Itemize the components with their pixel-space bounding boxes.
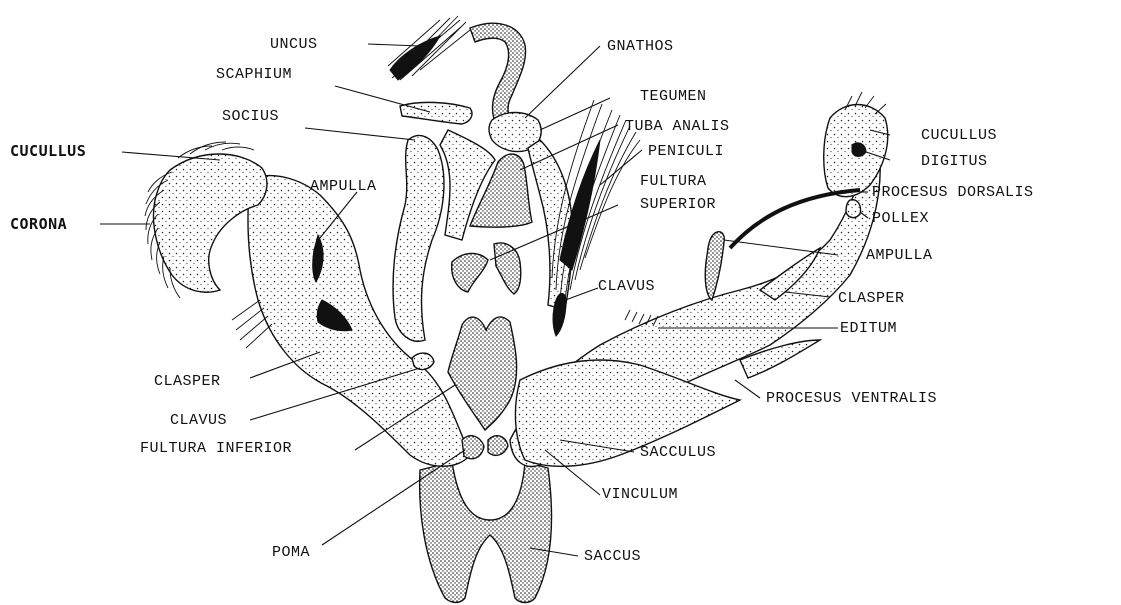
label-digitus: DIGITUS [921,153,988,170]
label-editum: EDITUM [840,320,897,337]
label-fultura-superior-2: SUPERIOR [640,196,716,213]
label-tegumen: TEGUMEN [640,88,707,105]
label-cucullus-left: CUCULLUS [10,142,86,160]
label-procesus-ventralis: PROCESUS VENTRALIS [766,390,937,407]
left-clavus-shape [412,353,434,369]
fultura-superior-right [494,243,521,294]
label-clasper-left: CLASPER [154,373,221,390]
label-pollex: POLLEX [872,210,929,227]
fultura-superior-left [452,253,488,292]
label-fultura-inferior: FULTURA INFERIOR [140,440,292,457]
scaphium-shape [400,102,472,124]
uncus-bristles [388,16,470,80]
label-fultura-superior-1: FULTURA [640,173,707,190]
poma-shape-right [488,436,508,456]
label-ampulla-left: AMPULLA [310,178,377,195]
label-vinculum: VINCULUM [602,486,678,503]
label-peniculi: PENICULI [648,143,724,160]
label-socius: SOCIUS [222,108,279,125]
label-clasper-right: CLASPER [838,290,905,307]
label-ampulla-right: AMPULLA [866,247,933,264]
socius-shape [393,135,444,341]
label-gnathos: GNATHOS [607,38,674,55]
label-scaphium: SCAPHIUM [216,66,292,83]
right-ampulla-shape [705,232,724,300]
label-saccus: SACCUS [584,548,641,565]
label-uncus: UNCUS [270,36,318,53]
label-cucullus-right: CUCULLUS [921,127,997,144]
label-corona: CORONA [10,215,67,233]
tegumen-right-arm [528,140,573,310]
poma-shape [462,436,484,459]
anatomy-drawing [145,16,888,603]
pollex-shape [846,200,861,218]
label-tuba-analis: TUBA ANALIS [625,118,730,135]
fultura-inferior-shape [448,317,517,430]
label-sacculus: SACCULUS [640,444,716,461]
saccus-shape [420,462,552,603]
label-procesus-dorsalis: PROCESUS DORSALIS [872,184,1034,201]
label-poma: POMA [272,544,310,561]
label-clavus-right: CLAVUS [598,278,655,295]
label-clavus-left: CLAVUS [170,412,227,429]
